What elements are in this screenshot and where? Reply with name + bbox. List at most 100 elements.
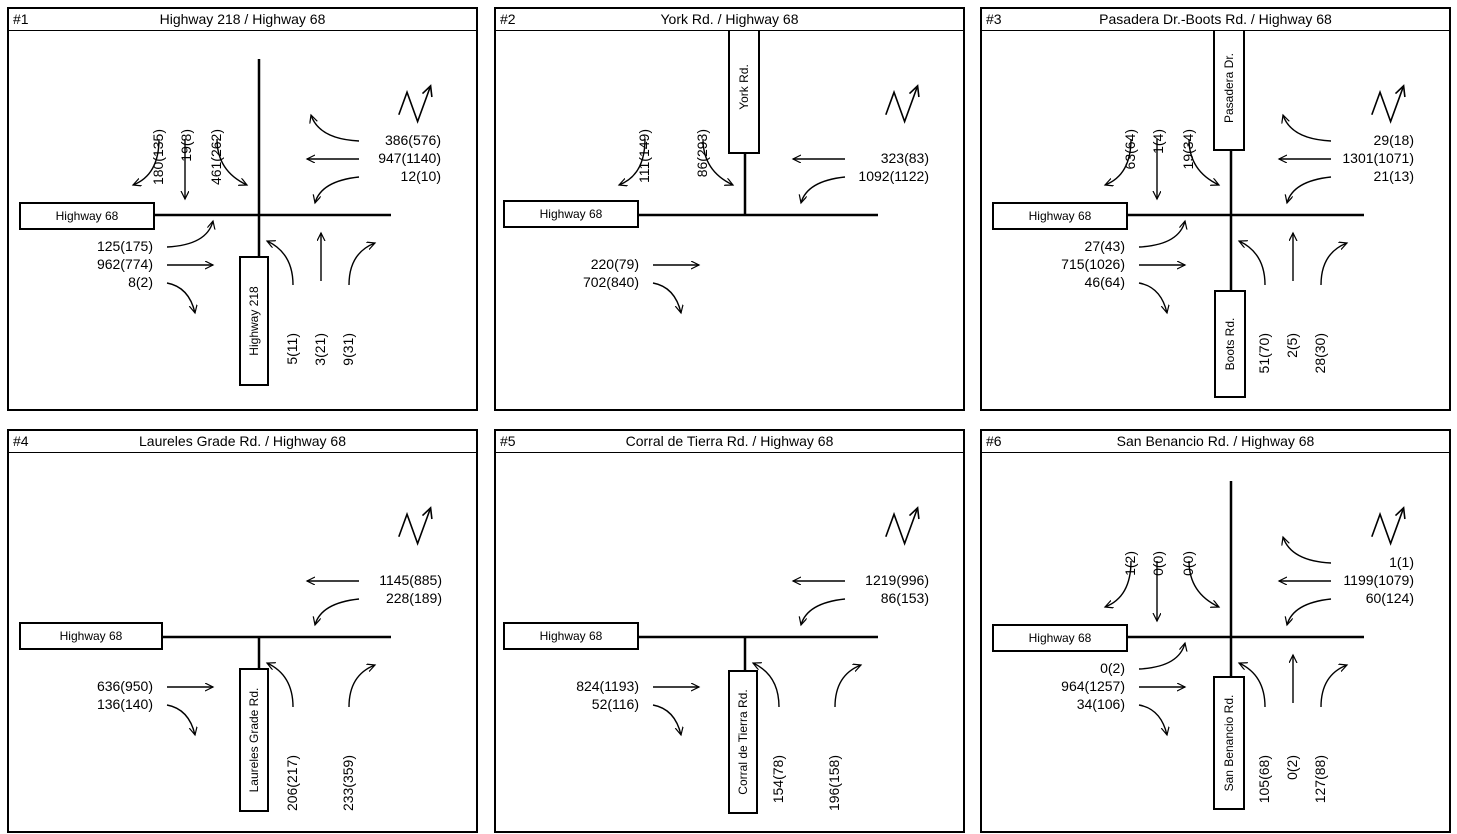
north-arrow-icon [1371, 84, 1406, 124]
main-street-sign: Highway 68 [19, 202, 155, 230]
volume-eastbound: 220(79) [591, 256, 639, 272]
main-street-sign: Highway 68 [992, 202, 1128, 230]
svg-text:Boots Rd.: Boots Rd. [1223, 318, 1237, 371]
panel-header: Pasadera Dr.-Boots Rd. / Highway 68 #3 [982, 9, 1449, 31]
south-leg-sign: Highway 218 [239, 256, 269, 386]
volume-northbound: 28(30) [1312, 333, 1328, 373]
svg-text:Laureles Grade Rd.: Laureles Grade Rd. [247, 688, 261, 793]
volume-eastbound: 702(840) [583, 274, 639, 290]
intersection-title: Corral de Tierra Rd. / Highway 68 [625, 433, 834, 449]
volume-northbound: 2(5) [1284, 333, 1300, 358]
volume-southbound: 111(149) [636, 129, 652, 183]
volume-eastbound: 636(950) [97, 678, 153, 694]
volume-southbound: 86(293) [694, 129, 710, 177]
volume-westbound: 1199(1079) [1343, 572, 1414, 588]
intersection-title: Highway 218 / Highway 68 [159, 11, 326, 27]
volume-westbound: 12(10) [401, 168, 441, 184]
volume-westbound: 1145(885) [379, 572, 442, 588]
north-arrow-icon [885, 506, 920, 546]
volume-westbound: 386(576) [385, 132, 441, 148]
volume-westbound: 1(1) [1389, 554, 1414, 570]
south-leg-sign: Laureles Grade Rd. [239, 668, 269, 812]
volume-eastbound: 962(774) [97, 256, 153, 272]
volume-northbound: 0(2) [1284, 755, 1300, 780]
volume-southbound: 180(135) [150, 129, 166, 185]
north-arrow-icon [1371, 506, 1406, 546]
volume-eastbound: 136(140) [97, 696, 153, 712]
panel-header: York Rd. / Highway 68 #2 [496, 9, 963, 31]
intersection-title: Pasadera Dr.-Boots Rd. / Highway 68 [1099, 11, 1332, 27]
volume-northbound: 206(217) [284, 755, 300, 811]
intersection-title: San Benancio Rd. / Highway 68 [1116, 433, 1315, 449]
panel-header: San Benancio Rd. / Highway 68 #6 [982, 431, 1449, 453]
volume-eastbound: 0(2) [1100, 660, 1125, 676]
south-leg-sign: San Benancio Rd. [1213, 676, 1245, 810]
volume-southbound: 19(8) [178, 129, 194, 162]
svg-text:Highway 68: Highway 68 [540, 207, 603, 221]
volume-westbound: 947(1140) [378, 150, 441, 166]
intersection-title: Laureles Grade Rd. / Highway 68 [139, 433, 346, 449]
panel-header: Laureles Grade Rd. / Highway 68#4 [9, 431, 476, 453]
volume-westbound: 29(18) [1374, 132, 1414, 148]
volume-northbound: 9(31) [340, 333, 356, 366]
intersection-diagram: Highway 68 Corral de Tierra Rd. 154(78) 196… [503, 506, 929, 814]
volume-eastbound: 824(1193) [576, 678, 639, 694]
panel-header: Corral de Tierra Rd. / Highway 68#5 [496, 431, 963, 453]
svg-text:Corral de Tierra Rd.: Corral de Tierra Rd. [736, 689, 750, 794]
volume-northbound: 233(359) [340, 755, 356, 811]
intersection-number: #2 [500, 11, 516, 27]
volume-westbound: 1301(1071) [1342, 150, 1414, 166]
volume-southbound: 0(0) [1180, 551, 1196, 576]
volume-westbound: 1219(996) [865, 572, 929, 588]
volume-northbound: 3(21) [312, 333, 328, 366]
south-leg-sign: Boots Rd. [1214, 290, 1246, 398]
volume-northbound: 154(78) [770, 755, 786, 803]
main-street-sign: Highway 68 [19, 622, 163, 650]
volume-eastbound: 964(1257) [1061, 678, 1125, 694]
svg-text:Highway 68: Highway 68 [56, 209, 119, 223]
volume-northbound: 196(158) [826, 755, 842, 811]
svg-text:Highway 68: Highway 68 [60, 629, 123, 643]
intersection-diagram: Highway 68 Laureles Grade Rd. 206(217) 233(… [19, 506, 442, 812]
svg-text:Highway 68: Highway 68 [540, 629, 603, 643]
volume-southbound: 19(34) [1180, 129, 1196, 169]
volume-eastbound: 52(116) [592, 696, 639, 712]
volume-southbound: 0(0) [1150, 551, 1166, 576]
intersection-number: #6 [986, 433, 1002, 449]
svg-text:Highway 68: Highway 68 [1029, 631, 1092, 645]
intersection-diagram: Highway 68 Pasadera Dr. Boots Rd. 51(70) 2(5… [992, 31, 1414, 398]
intersection-number: #1 [13, 11, 29, 27]
volume-westbound: 21(13) [1374, 168, 1414, 184]
volume-southbound: 1(2) [1122, 551, 1138, 576]
svg-text:York Rd.: York Rd. [737, 64, 751, 110]
volume-eastbound: 125(175) [97, 238, 153, 254]
svg-text:San Benancio Rd.: San Benancio Rd. [1222, 695, 1236, 792]
volume-southbound: 461(262) [208, 129, 224, 185]
intersection-number: #3 [986, 11, 1002, 27]
volume-westbound: 60(124) [1366, 590, 1414, 606]
intersection-title: York Rd. / Highway 68 [660, 11, 799, 27]
svg-text:Highway 218: Highway 218 [247, 286, 261, 356]
volume-westbound: 1092(1122) [858, 168, 929, 184]
volume-eastbound: 8(2) [128, 274, 153, 290]
volume-westbound: 323(83) [881, 150, 929, 166]
volume-eastbound: 27(43) [1085, 238, 1125, 254]
volume-eastbound: 715(1026) [1061, 256, 1125, 272]
panel-header: Highway 218 / Highway 68 #1 [9, 9, 476, 31]
volume-eastbound: 34(106) [1077, 696, 1125, 712]
volume-southbound: 1(4) [1150, 129, 1166, 154]
volume-westbound: 228(189) [386, 590, 442, 606]
north-leg-sign: Pasadera Dr. [1213, 31, 1245, 151]
north-arrow-icon [398, 506, 433, 546]
volume-northbound: 105(68) [1256, 755, 1272, 803]
volume-northbound: 51(70) [1256, 333, 1272, 373]
south-leg-sign: Corral de Tierra Rd. [728, 670, 758, 814]
